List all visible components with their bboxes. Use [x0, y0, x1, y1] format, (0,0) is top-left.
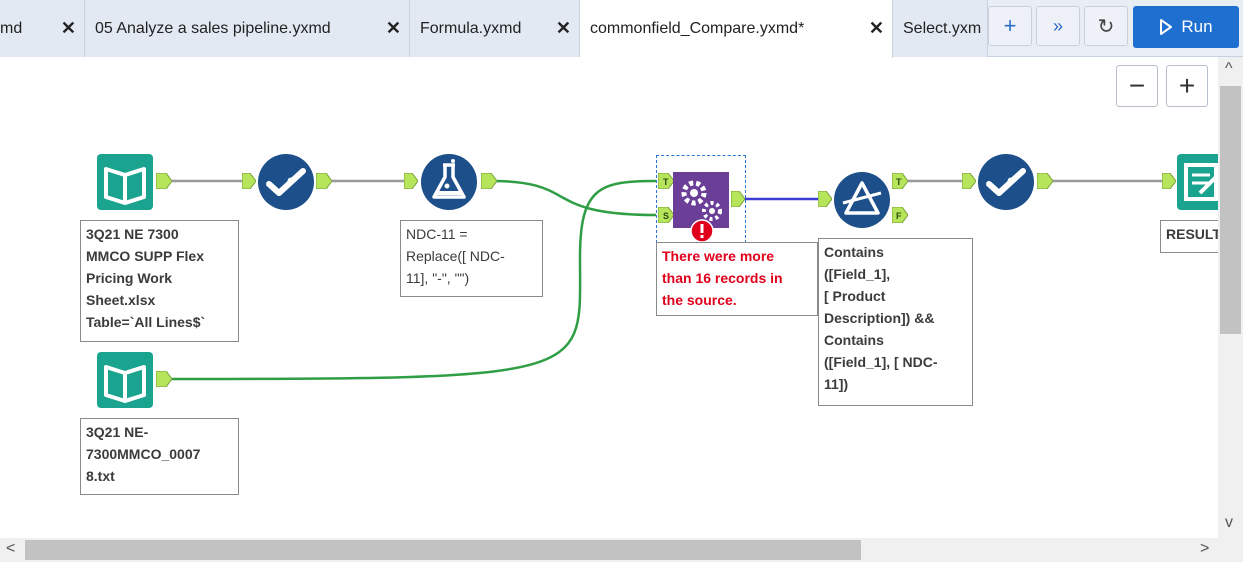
anchor-s[interactable]: S — [658, 207, 674, 223]
more-tabs-button[interactable]: » — [1036, 6, 1080, 46]
tab-label: md — [0, 19, 23, 37]
book-icon — [97, 352, 153, 408]
scroll-left-icon[interactable]: < — [6, 540, 16, 557]
annotation-input2: 3Q21 NE- 7300MMCO_0007 8.txt — [80, 418, 239, 495]
output-anchor[interactable] — [1037, 173, 1053, 189]
run-label: Run — [1181, 17, 1213, 36]
connector-input2-compare-t — [169, 179, 657, 381]
tab-bar: md ✕ 05 Analyze a sales pipeline.yxmd ✕ … — [0, 0, 1243, 58]
input-data-tool-2[interactable] — [96, 351, 154, 409]
svg-text:S: S — [663, 211, 669, 221]
add-tab-button[interactable]: + — [988, 6, 1032, 46]
scroll-down-icon[interactable]: v — [1225, 514, 1233, 531]
tab-partial[interactable]: md ✕ — [0, 0, 85, 57]
history-button[interactable]: ↻ — [1084, 6, 1128, 46]
plus-icon: + — [1178, 70, 1196, 101]
error-message: There were more than 16 records in the s… — [656, 242, 818, 316]
annotation-input1: 3Q21 NE 7300 MMCO SUPP Flex Pricing Work… — [80, 220, 239, 342]
tab-label: commonfield_Compare.yxmd* — [590, 20, 805, 37]
output-anchor[interactable] — [481, 173, 497, 189]
tab-label: Formula.yxmd — [420, 19, 522, 37]
input-anchor[interactable] — [962, 173, 976, 189]
vertical-scroll-thumb[interactable] — [1220, 86, 1241, 334]
book-icon — [97, 154, 153, 210]
connections — [169, 179, 1168, 381]
tab-analyze-sales-pipeline[interactable]: 05 Analyze a sales pipeline.yxmd ✕ — [85, 0, 410, 57]
output-book-icon — [1177, 154, 1218, 210]
filter-triangle-icon — [834, 172, 890, 228]
flask-icon — [421, 154, 477, 210]
scrollbar-corner — [1218, 538, 1243, 562]
checkmark-icon — [978, 154, 1034, 210]
tab-formula[interactable]: Formula.yxmd ✕ — [410, 0, 580, 57]
output-anchor[interactable] — [316, 173, 332, 189]
input-anchor[interactable] — [404, 173, 418, 189]
plus-icon: + — [1003, 13, 1017, 38]
annotation-filter: Contains ([Field_1], [ Product Descripti… — [818, 238, 973, 406]
output-anchor[interactable] — [731, 191, 745, 207]
close-icon[interactable]: ✕ — [385, 18, 401, 38]
input-anchor[interactable] — [242, 173, 256, 189]
history-icon: ↻ — [1097, 15, 1115, 38]
select-tool-2[interactable] — [977, 153, 1035, 211]
input-data-tool-1[interactable] — [96, 153, 154, 211]
scroll-up-icon[interactable]: ^ — [1225, 60, 1233, 77]
zoom-in-button[interactable]: + — [1166, 65, 1208, 107]
anchor-true[interactable]: T — [892, 173, 908, 189]
gears-icon — [673, 172, 729, 228]
annotation-output: RESULT — [1160, 220, 1218, 253]
anchor-t[interactable]: T — [658, 173, 674, 189]
anchor-false[interactable]: F — [892, 207, 908, 223]
run-button[interactable]: Run — [1133, 6, 1239, 48]
annotation-formula: NDC-11 = Replace([ NDC- 11], "-", "") — [400, 220, 543, 297]
filter-tool[interactable] — [833, 171, 891, 229]
tab-select[interactable]: Select.yxm — [893, 0, 988, 57]
output-data-tool[interactable] — [1176, 153, 1218, 211]
minus-icon: − — [1128, 70, 1146, 101]
horizontal-scroll-thumb[interactable] — [25, 540, 861, 560]
svg-text:T: T — [663, 177, 669, 187]
checkmark-icon — [258, 154, 314, 210]
tab-label: 05 Analyze a sales pipeline.yxmd — [95, 19, 331, 37]
zoom-out-button[interactable]: − — [1116, 65, 1158, 107]
select-tool-1[interactable] — [257, 153, 315, 211]
error-icon — [690, 219, 714, 243]
play-icon — [1160, 19, 1173, 35]
formula-tool[interactable] — [420, 153, 478, 211]
tab-label: Select.yxm — [903, 19, 982, 37]
close-icon[interactable]: ✕ — [555, 18, 571, 38]
connector-formula-compare-s — [491, 179, 657, 217]
compare-macro-tool[interactable] — [672, 171, 730, 229]
input-anchor[interactable] — [818, 191, 832, 207]
workflow-canvas[interactable]: T S T F — [0, 57, 1218, 538]
output-anchor[interactable] — [156, 173, 172, 189]
svg-text:F: F — [896, 211, 902, 221]
input-anchor[interactable] — [1162, 173, 1176, 189]
tab-commonfield-compare[interactable]: commonfield_Compare.yxmd* ✕ — [580, 0, 893, 58]
chevron-double-right-icon: » — [1052, 15, 1063, 36]
scroll-right-icon[interactable]: > — [1200, 540, 1210, 557]
close-icon[interactable]: ✕ — [868, 18, 884, 38]
svg-text:T: T — [896, 177, 902, 187]
close-icon[interactable]: ✕ — [60, 18, 76, 38]
output-anchor[interactable] — [156, 371, 172, 387]
